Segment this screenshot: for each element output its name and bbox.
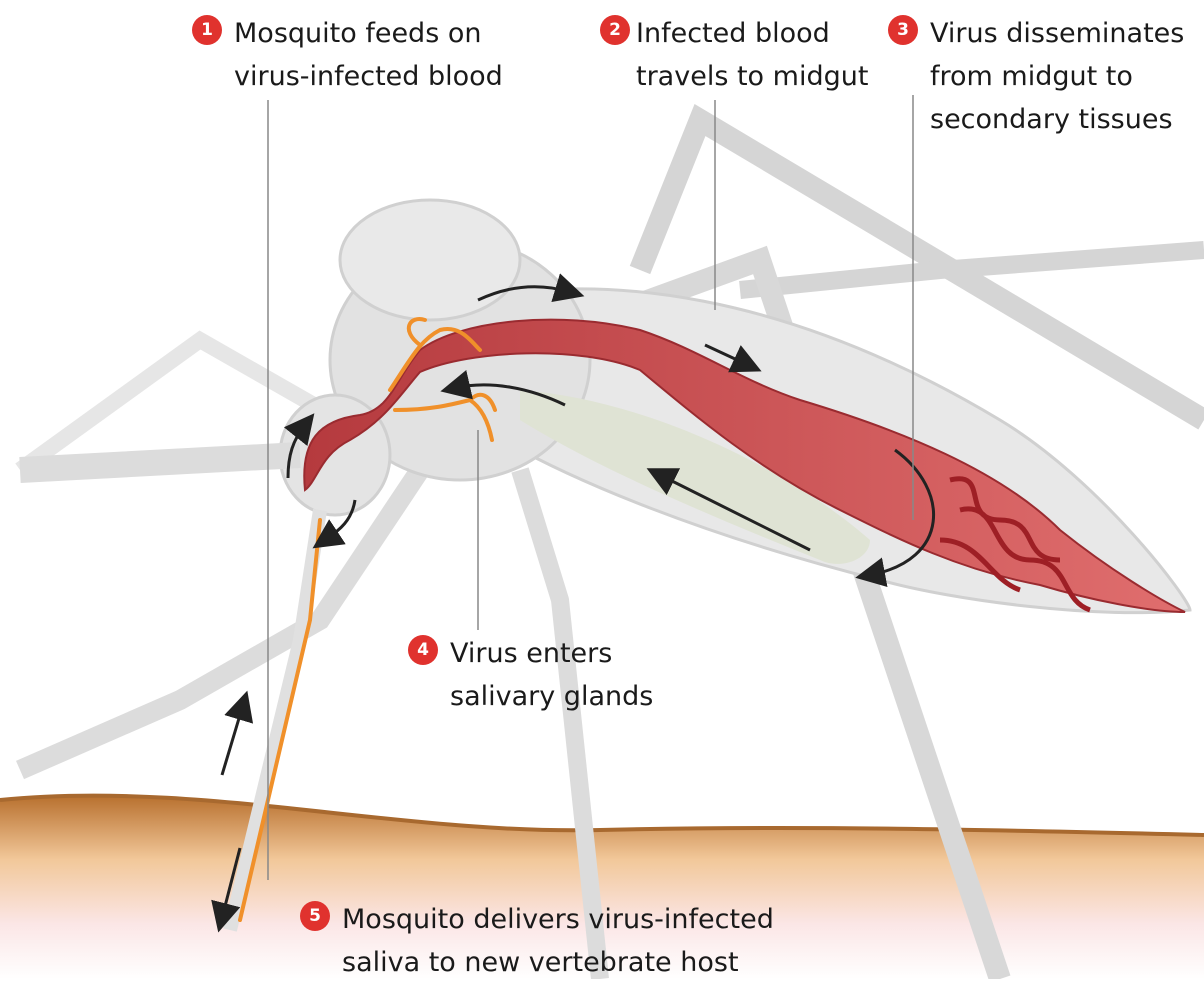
- step-1-badge: 1: [192, 15, 222, 45]
- step-2-callout: 2 Infected blood travels to midgut: [600, 12, 868, 98]
- step-4-badge: 4: [408, 635, 438, 665]
- step-5-callout: 5 Mosquito delivers virus-infected saliv…: [300, 898, 774, 984]
- step-3-label: Virus disseminates from midgut to second…: [930, 12, 1184, 141]
- step-4-callout: 4 Virus enters salivary glands: [408, 632, 653, 718]
- step-2-badge: 2: [600, 15, 630, 45]
- step-1-label: Mosquito feeds on virus-infected blood: [234, 12, 503, 98]
- step-5-label: Mosquito delivers virus-infected saliva …: [342, 898, 774, 984]
- step-1-callout: 1 Mosquito feeds on virus-infected blood: [192, 12, 503, 98]
- step-3-badge: 3: [888, 15, 918, 45]
- step-5-badge: 5: [300, 901, 330, 931]
- step-4-label: Virus enters salivary glands: [450, 632, 653, 718]
- step-2-label: Infected blood travels to midgut: [636, 12, 868, 98]
- step-3-callout: 3 Virus disseminates from midgut to seco…: [888, 12, 1184, 141]
